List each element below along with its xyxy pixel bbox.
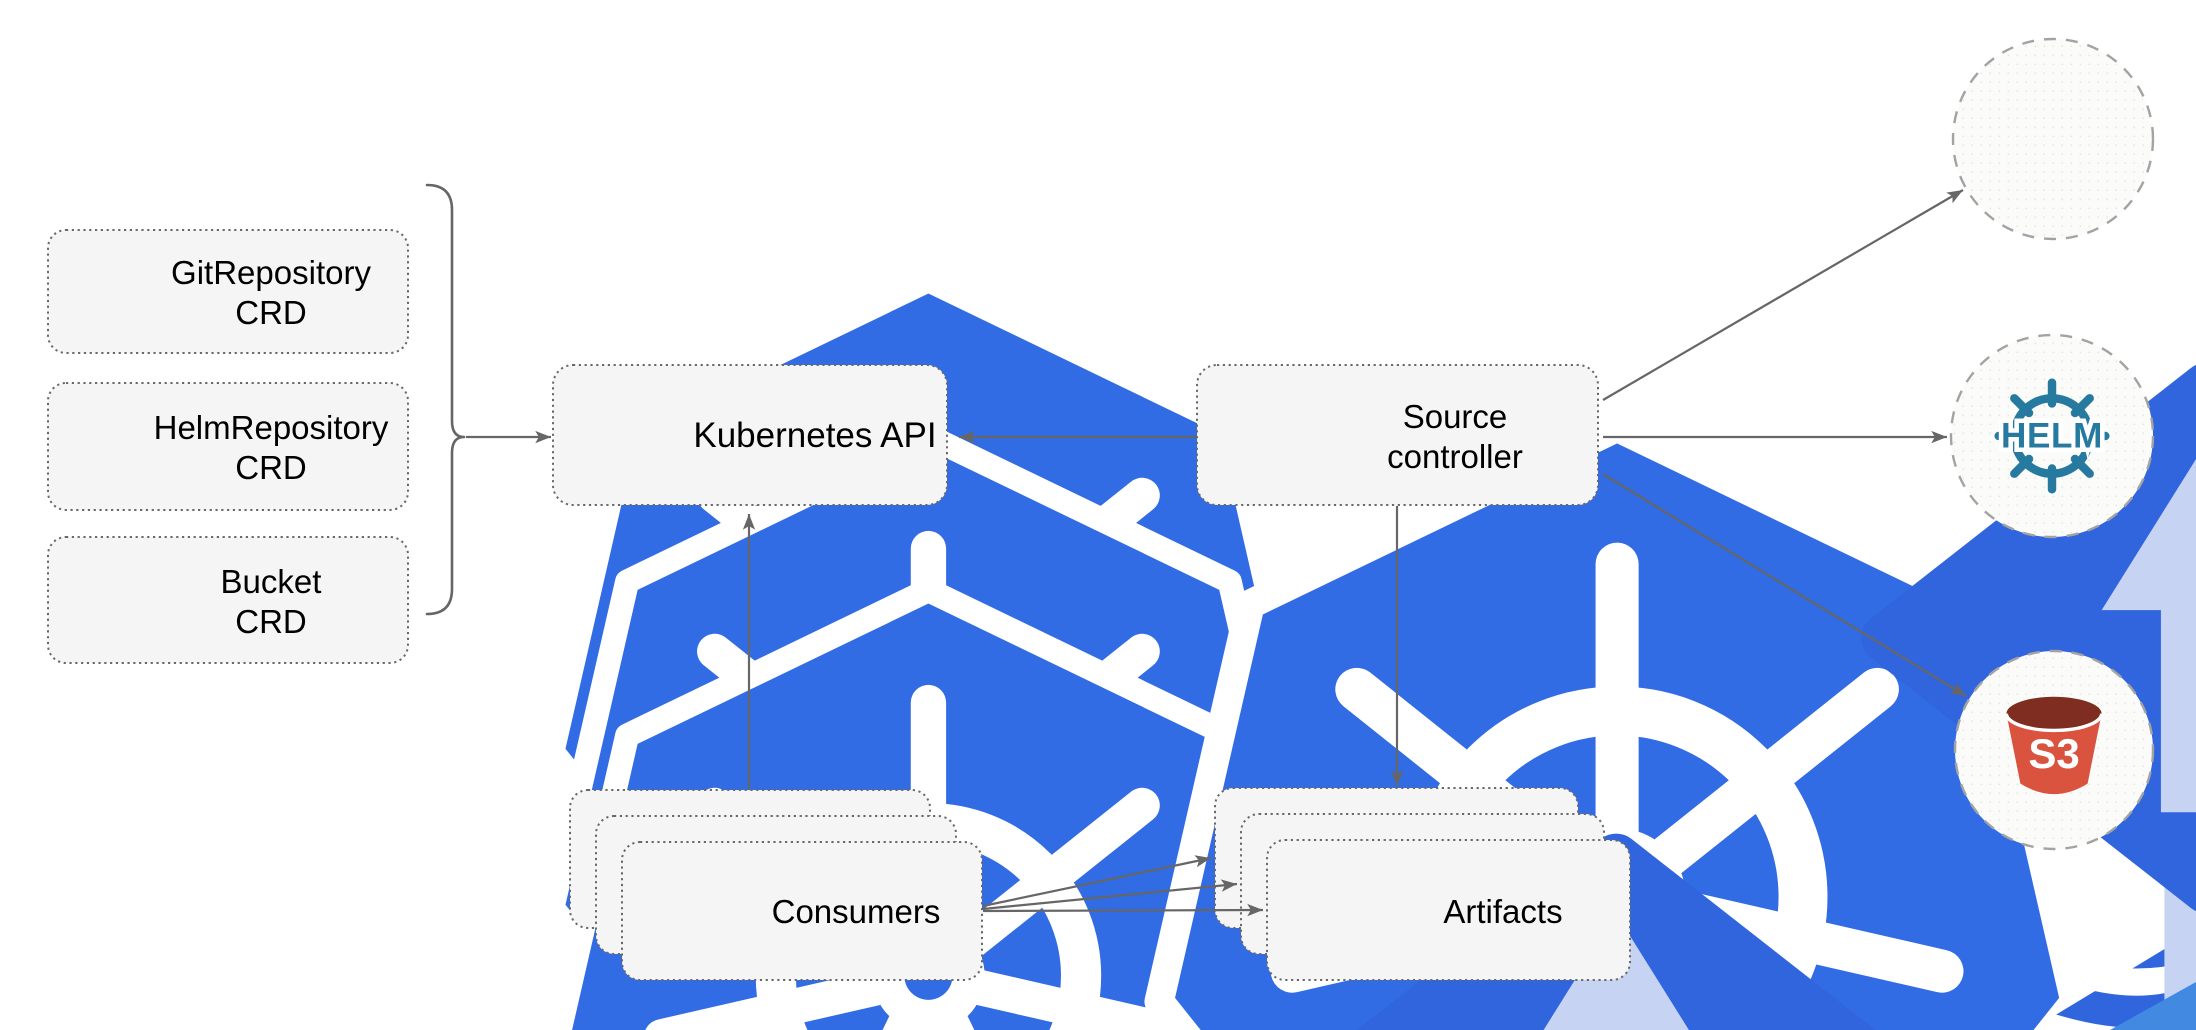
helm-repository-crd-box <box>47 382 409 511</box>
source-controller-box <box>1196 364 1599 506</box>
edges <box>466 189 1967 917</box>
node-kubernetes-api: Kubernetes API <box>552 364 2075 1030</box>
kubernetes-api-label: Kubernetes API <box>693 416 936 455</box>
edge-source-controller-to-git <box>1602 189 1964 401</box>
helm-wordmark: HELM <box>2001 417 2103 456</box>
helm-remote-texture <box>1953 337 2151 535</box>
artifacts-label: Artifacts <box>1443 893 1562 930</box>
s3-icon: S3 <box>2004 696 2104 795</box>
source-controller-label-line2: controller <box>1387 438 1523 475</box>
consumers-label: Consumers <box>772 893 941 930</box>
node-s3-remote: S3 <box>1953 649 2155 851</box>
git-repository-crd-label-line2: CRD <box>235 294 307 331</box>
edge-consumers-to-artifacts-1 <box>982 855 1212 908</box>
consumers-stack-front <box>621 841 983 981</box>
bucket-crd-label-line1: Bucket <box>221 563 322 600</box>
git-repository-crd-box <box>47 229 409 354</box>
bucket-crd-label-line2: CRD <box>235 603 307 640</box>
helm-repository-crd-label-line1: HelmRepository <box>154 409 389 446</box>
node-consumers: Consumers <box>569 789 1937 1030</box>
node-bucket-crd: Bucket CRD <box>47 536 1307 1030</box>
node-helm-remote: HELM <box>1949 333 2155 539</box>
artifacts-stack-front <box>1266 839 1631 981</box>
git-repository-crd-label-line1: GitRepository <box>171 254 371 291</box>
helm-repository-crd-label-line2: CRD <box>235 449 307 486</box>
node-source-controller: Source controller <box>1196 364 2196 1030</box>
git-remote-texture <box>1955 41 2151 237</box>
kubernetes-api-box <box>552 364 948 506</box>
node-git-repository-crd: GitRepository CRD <box>47 229 1307 1016</box>
bucket-crd-box <box>47 536 409 664</box>
helm-icon: HELM <box>1994 378 2110 494</box>
source-controller-label-line1: Source <box>1403 398 1508 435</box>
edge-consumers-to-artifacts-2 <box>982 879 1238 911</box>
edge-consumers-to-artifacts-3 <box>982 903 1264 917</box>
node-artifacts: Artifacts <box>1214 787 2196 1030</box>
crd-group-bracket <box>425 183 466 616</box>
node-helm-repository-crd: HelmRepository CRD <box>47 382 1307 1030</box>
edge-source-controller-to-s3 <box>1602 473 1967 697</box>
node-git-remote <box>1951 37 2155 241</box>
s3-wordmark: S3 <box>2028 730 2079 777</box>
